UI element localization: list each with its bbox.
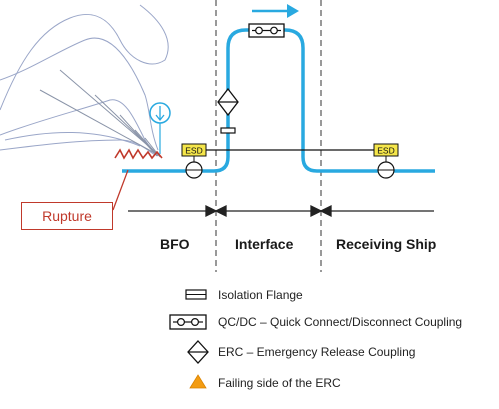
- rupture-text: Rupture: [42, 208, 92, 224]
- legend-failing-side: Failing side of the ERC: [218, 376, 341, 390]
- flow-arrow-icon: [252, 4, 299, 18]
- rupture-leader-line: [112, 169, 129, 211]
- release-plume-lines: [0, 4, 169, 156]
- legend-isolation-flange: Isolation Flange: [218, 288, 303, 302]
- zone-span-arrows: [128, 204, 434, 218]
- legend-qcdc: QC/DC – Quick Connect/Disconnect Couplin…: [218, 315, 463, 329]
- isolation-flange-icon: [220, 127, 236, 134]
- zone-label-bfo: BFO: [160, 236, 190, 252]
- legend-failing-side-icon: [189, 374, 207, 389]
- legend-qcdc-icon: [169, 314, 207, 330]
- release-spray-lines: [39, 69, 161, 158]
- zone-label-receiving-ship: Receiving Ship: [336, 236, 437, 252]
- esd-valve-left: ESD: [181, 143, 207, 179]
- legend-erc-icon: [187, 340, 209, 364]
- legend-erc: ERC – Emergency Release Coupling: [218, 345, 416, 359]
- esd-valve-right: ESD: [373, 143, 399, 179]
- esd-label-right: ESD: [377, 146, 394, 156]
- qcdc-coupling-icon: [248, 23, 285, 38]
- erc-coupling-icon: [217, 87, 239, 117]
- zone-label-interface: Interface: [235, 236, 294, 252]
- esd-label-left: ESD: [185, 146, 202, 156]
- gauge-icon: [149, 102, 171, 154]
- rupture-mark: [114, 148, 163, 160]
- rupture-label: Rupture: [21, 202, 113, 230]
